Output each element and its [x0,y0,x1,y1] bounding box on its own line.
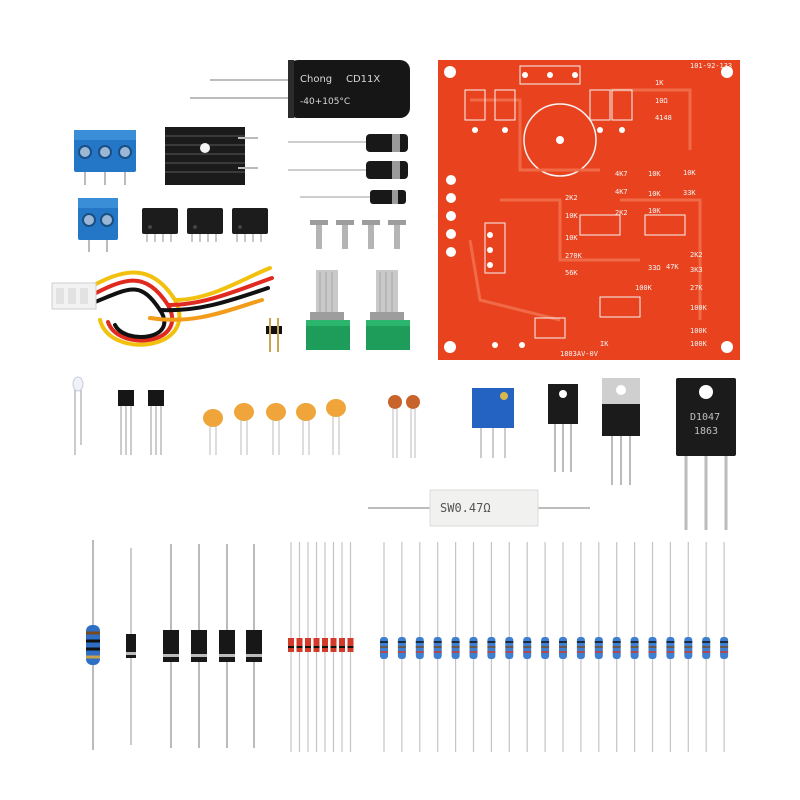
electrolytic-capacitor-large: Chong CD11X -40+105°C [190,60,410,118]
resistor [594,542,603,752]
signal-diode [347,542,354,752]
ic-chip-1 [142,208,178,242]
electrolytic-capacitor-small-2 [288,161,408,179]
resistor [469,542,478,752]
pcb-label: 10K [648,207,661,215]
pcb-label: 33K [683,189,696,197]
pcb-board [438,60,740,360]
pcb-label: 270K [565,252,583,260]
led [72,376,84,455]
potentiometer-1 [306,270,350,350]
pcb-label: 10K [648,190,661,198]
rectifier-diodes [163,544,262,748]
pcb-label: 100K [690,340,708,348]
pcb-top-label: 101-92-133 [690,62,732,70]
resistor [684,542,693,752]
pcb-label: 4K7 [615,188,628,196]
power-resistor-label: SW0.47Ω [440,501,491,515]
resistor [397,542,406,752]
pcb-label: IK [600,340,609,348]
diode-small [126,548,136,745]
pcb-label: 10K [683,169,696,177]
signal-diode [296,542,303,752]
capacitor-series: CD11X [346,74,380,85]
ceramic-disc-capacitors [388,395,420,458]
terminal-block-2pin [78,198,118,252]
pcb-label: 1K [655,79,664,87]
resistor [630,542,639,752]
resistor [702,542,711,752]
signal-diode [313,542,320,752]
pcb-label: 100K [690,327,708,335]
resistor [487,542,496,752]
ic-chip-3 [232,208,268,242]
pcb-label: 2K2 [565,194,578,202]
resistor [541,542,550,752]
resistor [720,542,729,752]
transistor-to126 [548,384,578,472]
pcb-label: 10K [565,234,578,242]
resistor-large [86,540,100,750]
electrolytic-capacitor-small-3 [300,190,406,204]
pcb-label: 100K [690,304,708,312]
resistor [415,542,424,752]
resistor [433,542,442,752]
signal-diode [288,542,294,752]
resistor [523,542,532,752]
capacitor-rating: -40+105°C [300,97,350,107]
resistor [576,542,585,752]
resistor [612,542,621,752]
wire-connector [51,282,97,310]
transistor-to92-1 [118,390,134,455]
signal-diode [339,542,345,752]
power-transistor-to3p: D1047 1863 [676,378,736,530]
signal-diodes [288,542,354,752]
pcb-label: 10K [648,170,661,178]
ic-chip-2 [187,208,223,242]
pcb-label: 27K [690,284,703,292]
signal-diode [305,542,311,752]
pcb-label: 100K [635,284,653,292]
pcb-label: 56K [565,269,578,277]
transistor-to92-2 [148,390,164,455]
resistor [505,542,514,752]
resistor [648,542,657,752]
resistor [380,542,388,752]
signal-diode [330,542,337,752]
power-resistor: SW0.47Ω [368,489,590,527]
pcb-label: 3K3 [690,266,703,274]
transistor-marking-1: D1047 [690,412,720,423]
pcb-label: 2K2 [615,209,628,217]
regulator-to220 [602,378,640,485]
pcb-bottom-label: 1803AV-0V [560,350,599,358]
transistor-marking-2: 1863 [694,426,718,437]
resistor [666,542,675,752]
ceramic-capacitors [203,399,346,455]
potentiometer-2 [366,270,410,350]
trimmer-potentiometer [472,388,514,458]
heatsink [165,127,258,185]
pcb-label: 10K [565,212,578,220]
screws [310,220,406,249]
pcb-label: 2K2 [690,251,703,259]
pcb-silkscreen-labels: 101-92-133 1803AV-0V 1K 10K 33K 56K 10K … [560,62,732,358]
pcb-label: 4K7 [615,170,628,178]
pcb-label: 10Ω [655,97,668,105]
capacitor-brand: Chong [300,74,332,85]
terminal-block-3pin [74,130,136,185]
resistor [451,542,460,752]
resistors-row [380,542,729,752]
pcb-label: 47K [666,263,679,271]
wire-harness [83,266,274,347]
pcb-label: 4148 [655,114,672,122]
pcb-label: 33Ω [648,264,661,272]
resistor [559,542,567,752]
pin-header [266,318,282,352]
electrolytic-capacitor-small-1 [288,134,408,152]
signal-diode [322,542,328,752]
